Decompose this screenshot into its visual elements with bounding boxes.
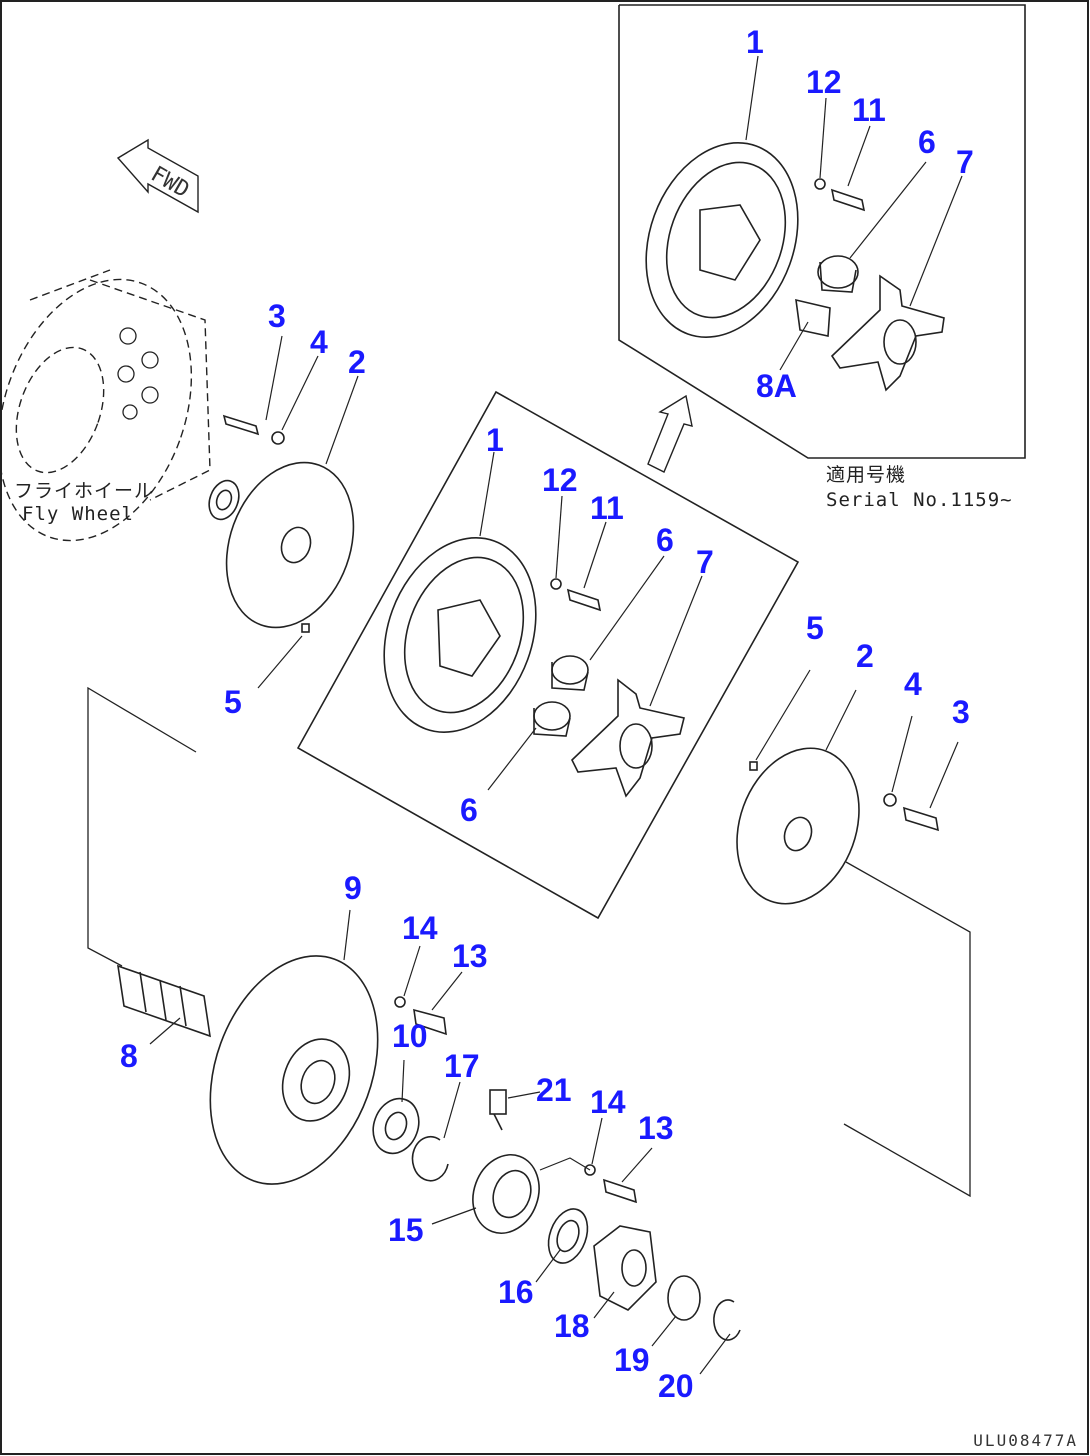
- callout-detail-6: 6: [918, 124, 936, 160]
- callout-mid-12: 12: [542, 462, 578, 498]
- lower-bolt-13a: [413, 1008, 447, 1036]
- detail-washer-12: [814, 178, 826, 190]
- middle-bushing-6a: [551, 655, 589, 691]
- serial-label-en: Serial No.1159~: [826, 489, 1013, 511]
- middle-plate-1: [383, 537, 537, 733]
- lower-shaft-8: [117, 964, 211, 1038]
- leaders-detail: [745, 55, 963, 371]
- callout-low-20: 20: [658, 1368, 694, 1404]
- detail-bushing-6: [817, 255, 859, 293]
- left-pin-5: [301, 623, 310, 633]
- middle-coupling-7: [571, 678, 685, 798]
- lower-cover-15: [472, 1154, 540, 1234]
- lower-cap-19: [667, 1275, 701, 1321]
- right-washer-4: [883, 793, 897, 807]
- callout-right-3: 3: [952, 694, 970, 730]
- callout-low-8: 8: [120, 1038, 138, 1074]
- callout-right-4: 4: [904, 666, 922, 702]
- callout-low-18: 18: [554, 1308, 590, 1344]
- callout-low-9: 9: [344, 870, 362, 906]
- drawing-id: ULU08477A: [973, 1431, 1078, 1450]
- callout-left-2: 2: [348, 344, 366, 380]
- callout-left-3: 3: [268, 298, 286, 334]
- lower-washer-14b: [584, 1164, 596, 1176]
- middle-bolt-11: [566, 588, 602, 612]
- lower-washer-14a: [394, 996, 406, 1008]
- flywheel-bolt-holes: [117, 327, 159, 420]
- callout-mid-7: 7: [696, 544, 714, 580]
- direction-arrow-icon: [647, 394, 693, 473]
- lower-bolt-13b: [602, 1178, 638, 1204]
- serial-label-jp: 適用号機: [826, 464, 907, 486]
- lower-bearing-10: [372, 1097, 420, 1155]
- callout-low-19: 19: [614, 1342, 650, 1378]
- fwd-arrow-icon: [116, 138, 199, 214]
- callout-detail-12: 12: [806, 64, 842, 100]
- callout-low-13a: 13: [452, 938, 488, 974]
- flywheel-housing: [0, 269, 211, 542]
- left-plate-2: [225, 461, 355, 629]
- leaders-left: [257, 335, 359, 689]
- callout-right-5: 5: [806, 610, 824, 646]
- middle-washer-12: [550, 578, 562, 590]
- detail-coupling-7: [830, 274, 945, 392]
- leaders-middle: [479, 451, 703, 791]
- middle-group-box: [296, 390, 800, 920]
- middle-bushing-6b: [533, 701, 571, 737]
- callout-low-10: 10: [392, 1018, 428, 1054]
- right-plate-2: [736, 747, 860, 905]
- callout-detail-1: 1: [746, 24, 764, 60]
- left-bolt-3: [222, 414, 260, 436]
- lower-housing-9: [209, 955, 379, 1185]
- detail-bushing-8a: [795, 298, 831, 337]
- lower-yoke-18: [593, 1225, 657, 1311]
- callout-mid-6a: 6: [656, 522, 674, 558]
- assembly-guide-lines: [87, 686, 971, 1198]
- callout-right-2: 2: [856, 638, 874, 674]
- detail-box: [618, 4, 1026, 459]
- left-hub: [208, 479, 240, 521]
- callout-low-21: 21: [536, 1072, 572, 1108]
- lower-snap-ring-17: [411, 1135, 449, 1182]
- callout-mid-11: 11: [590, 490, 624, 526]
- lower-plug-21: [489, 1089, 507, 1131]
- leaders-right: [755, 669, 959, 809]
- lower-snap-ring-20: [713, 1299, 741, 1341]
- callout-mid-1: 1: [486, 422, 504, 458]
- callout-low-13b: 13: [638, 1110, 674, 1146]
- callout-low-14a: 14: [402, 910, 438, 946]
- right-bolt-3: [902, 806, 940, 832]
- callout-detail-11: 11: [852, 92, 886, 128]
- callout-low-14b: 14: [590, 1084, 626, 1120]
- left-washer-4: [271, 431, 285, 445]
- lower-seal-16: [547, 1208, 589, 1264]
- right-pin-5: [749, 761, 758, 771]
- callout-low-15: 15: [388, 1212, 424, 1248]
- callout-detail-8a: 8A: [756, 368, 797, 404]
- flywheel-label-jp: フライホイール: [14, 480, 155, 502]
- callout-low-16: 16: [498, 1274, 534, 1310]
- detail-bolt-11: [830, 188, 866, 212]
- leaders-lower: [149, 909, 731, 1375]
- callout-mid-6b: 6: [460, 792, 478, 828]
- callout-left-4: 4: [310, 324, 328, 360]
- flywheel-label-en: Fly Wheel: [22, 503, 134, 525]
- callout-left-5: 5: [224, 684, 242, 720]
- detail-plate-1: [645, 142, 799, 338]
- callout-detail-7: 7: [956, 144, 974, 180]
- callout-low-17: 17: [444, 1048, 480, 1084]
